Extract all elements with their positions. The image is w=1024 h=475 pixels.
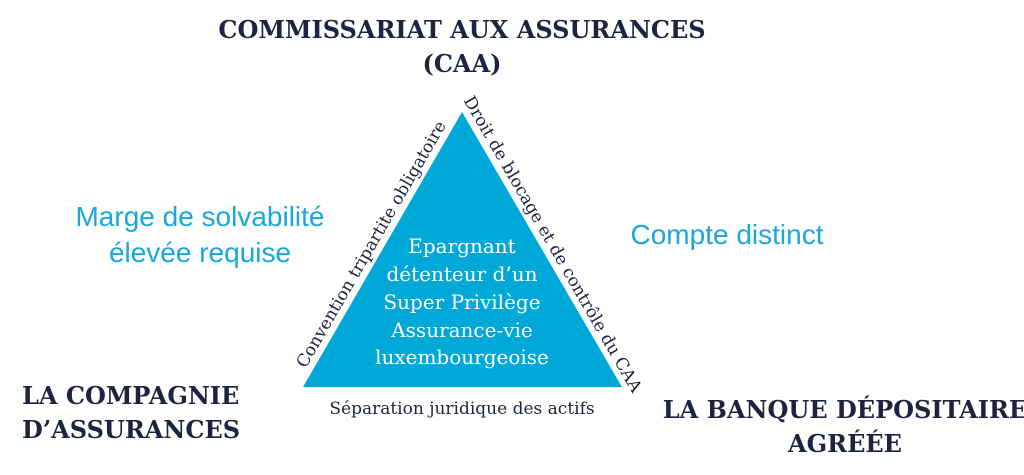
insurer-line2: D’ASSURANCES (22, 415, 240, 444)
edge-bottom-label: Séparation juridique des actifs (329, 399, 594, 419)
caa-title-line1: COMMISSARIAT AUX ASSURANCES (218, 15, 705, 44)
bank-line2: AGRÉÉE (787, 429, 902, 458)
bank-line1: LA BANQUE DÉPOSITAIRE (663, 395, 1024, 424)
center-line2: détenteur d’un (387, 262, 538, 286)
center-line4: Assurance-vie (390, 318, 533, 342)
center-line3: Super Privilège (383, 290, 540, 314)
insurer-line1: LA COMPAGNIE (22, 381, 239, 410)
caa-title-line2: (CAA) (422, 49, 501, 78)
left-note-line1: Marge de solvabilité (75, 201, 324, 232)
center-line1: Epargnant (408, 234, 515, 258)
center-line5: luxembourgeoise (375, 345, 549, 369)
left-note-line2: élevée requise (109, 237, 291, 268)
triangle (303, 112, 622, 387)
right-note: Compte distinct (631, 219, 824, 250)
